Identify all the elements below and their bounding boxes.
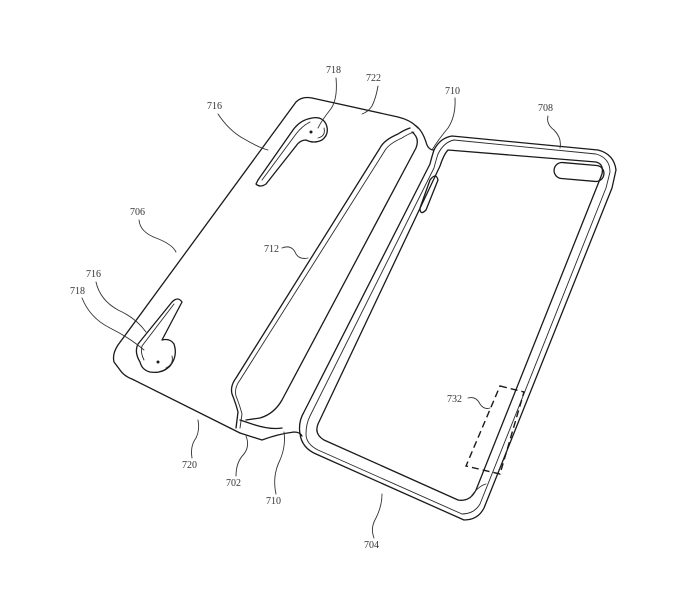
label-710-top: 710 xyxy=(445,86,460,97)
label-710-bottom: 710 xyxy=(266,496,281,507)
lower-earbud-icon xyxy=(135,298,183,374)
upper-earbud-icon xyxy=(255,116,328,187)
label-720: 720 xyxy=(182,460,197,471)
label-708: 708 xyxy=(538,103,553,114)
label-722: 722 xyxy=(366,73,381,84)
label-706: 706 xyxy=(130,207,145,218)
spine-flap-panel xyxy=(230,127,418,430)
hinge xyxy=(239,125,435,441)
phone-shell-panel xyxy=(298,135,617,521)
label-712: 712 xyxy=(264,244,279,255)
label-718-bottom: 718 xyxy=(70,286,85,297)
label-718-top: 718 xyxy=(326,65,341,76)
leader-lines xyxy=(81,77,561,539)
earbud-sensor-dot xyxy=(156,360,160,364)
side-button-cutout xyxy=(419,175,439,214)
label-704: 704 xyxy=(364,540,379,551)
reference-labels: 718 722 710 708 716 706 712 716 718 732 … xyxy=(70,65,553,551)
label-732: 732 xyxy=(447,394,462,405)
label-702: 702 xyxy=(226,478,241,489)
earbud-sensor-dot xyxy=(309,130,313,134)
internal-component-732 xyxy=(465,385,525,475)
label-716-top: 716 xyxy=(207,101,222,112)
camera-cutout xyxy=(553,161,605,183)
front-cover-panel xyxy=(112,96,419,434)
label-716-bottom: 716 xyxy=(86,269,101,280)
